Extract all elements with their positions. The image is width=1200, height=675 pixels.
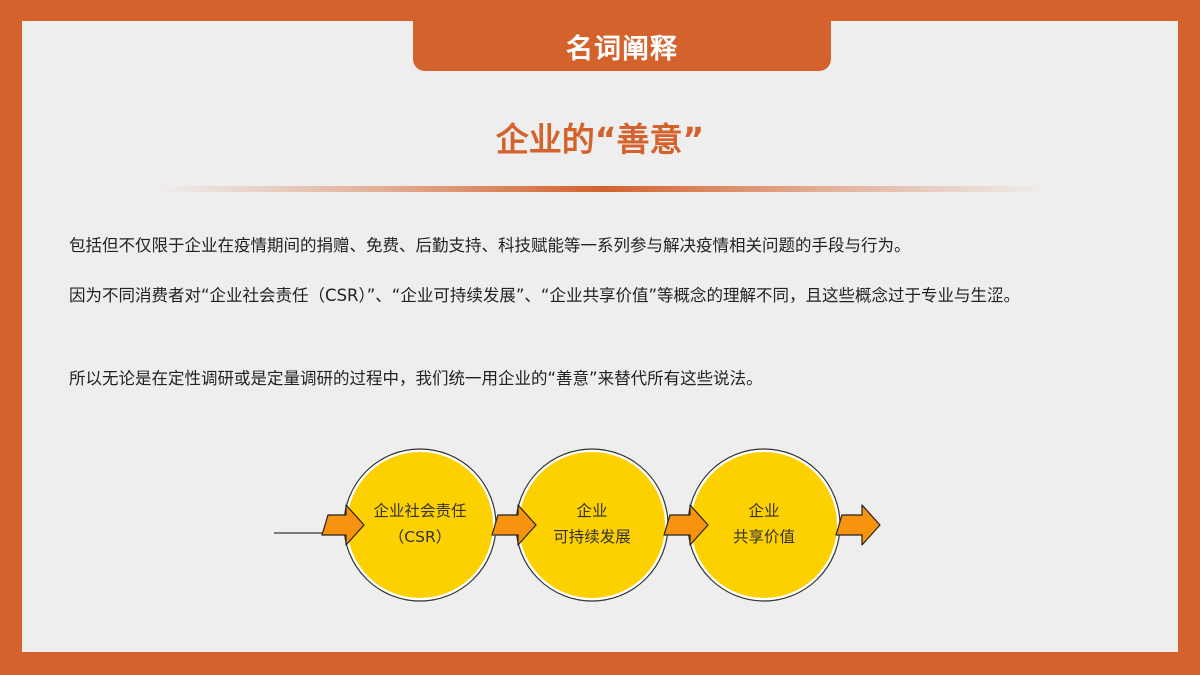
circle-label-line1: 企业 (576, 502, 608, 520)
circle-label-csr: 企业社会责任 （CSR） (345, 498, 495, 550)
slide-frame: 名词阐释 企业的“善意” 包括但不仅限于企业在疫情期间的捐赠、免费、后勤支持、科… (22, 21, 1178, 652)
circle-label-line1: 企业 (748, 502, 780, 520)
circle-label-line2: （CSR） (388, 528, 452, 546)
paragraph-definition: 包括但不仅限于企业在疫情期间的捐赠、免费、后勤支持、科技赋能等一系列参与解决疫情… (69, 236, 911, 255)
circle-label-line1: 企业社会责任 (373, 502, 467, 520)
circle-label-line2: 可持续发展 (553, 528, 631, 546)
circle-label-line2: 共享价值 (732, 528, 795, 546)
page-title: 企业的“善意” (495, 120, 705, 159)
paragraph-reason: 因为不同消费者对“企业社会责任（CSR）”、“企业可持续发展”、“企业共享价值”… (69, 286, 1020, 305)
title-divider (157, 186, 1047, 192)
section-tab: 名词阐释 (413, 21, 831, 71)
circle-label-shared-value: 企业 共享价值 (689, 498, 839, 550)
arrow-icon (835, 504, 881, 546)
circle-label-sustainable: 企业 可持续发展 (517, 498, 667, 550)
paragraph-conclusion: 所以无论是在定性调研或是定量调研的过程中，我们统一用企业的“善意”来替代所有这些… (69, 369, 763, 388)
